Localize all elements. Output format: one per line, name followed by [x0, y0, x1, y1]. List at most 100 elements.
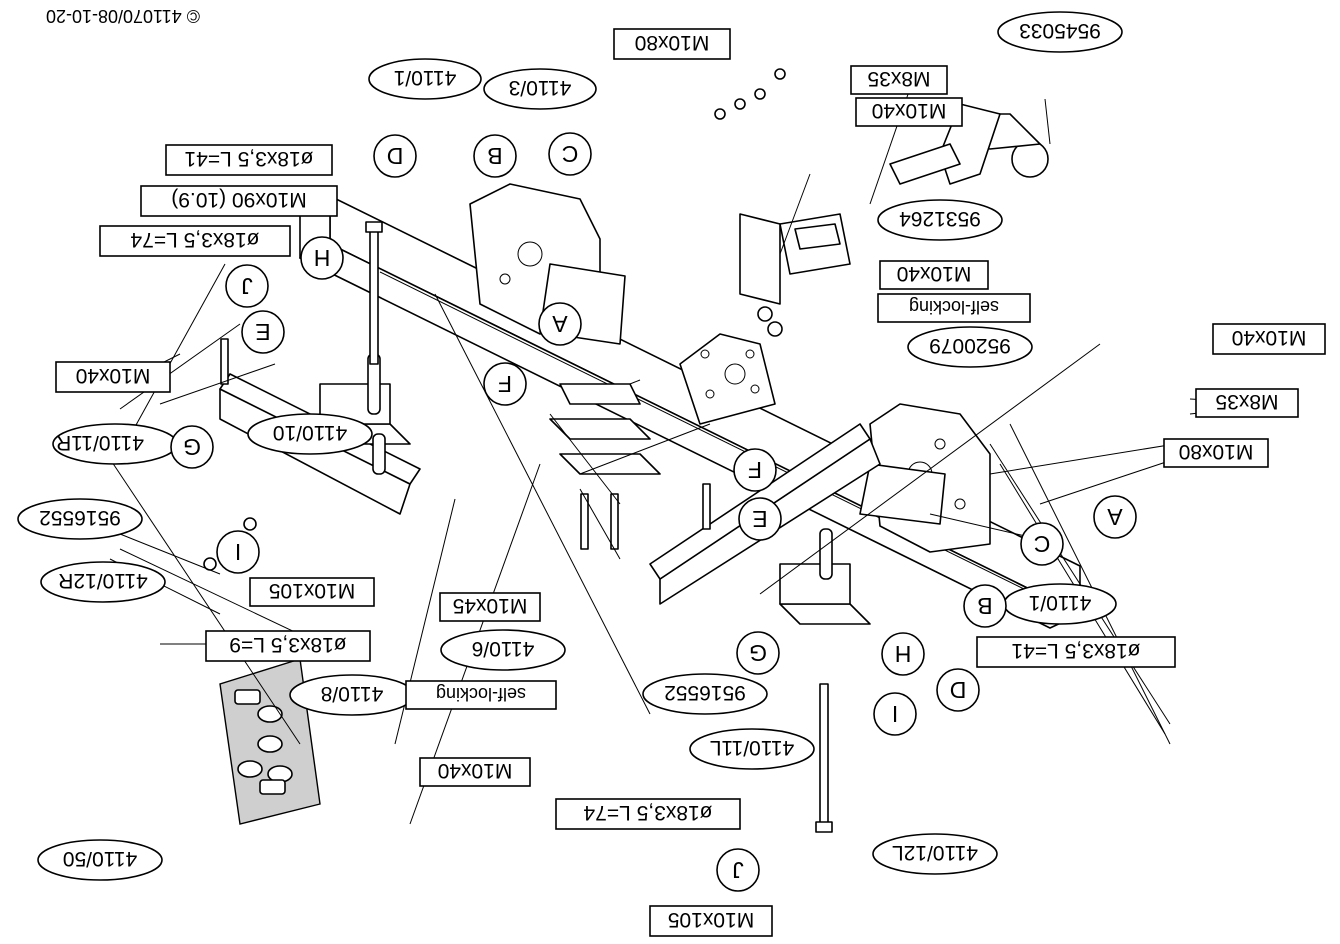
letter-I-1: I	[873, 692, 917, 736]
svg-text:H: H	[895, 641, 912, 667]
letter-J-1: J	[716, 848, 760, 892]
svg-text:G: G	[749, 640, 767, 666]
letter-H-2: H	[300, 236, 344, 280]
label-spacer41-a: ø18x3,5 L=41	[165, 144, 333, 176]
spec-labels: M10x80 M8x35 M10x40 ø18x3,5 L=41 M10x90 …	[55, 28, 1326, 937]
svg-text:M10x40: M10x40	[76, 364, 151, 387]
svg-text:B: B	[487, 143, 502, 169]
label-m8x35-b: M8x35	[1195, 388, 1299, 418]
svg-text:4110/11R: 4110/11R	[56, 431, 144, 454]
svg-text:E: E	[752, 506, 767, 532]
label-selflocking-b: self-locking	[405, 680, 557, 710]
svg-text:4110/50: 4110/50	[63, 847, 137, 870]
label-selflocking-a: self-locking	[877, 293, 1031, 323]
bubble-9516552-left: 9516552	[17, 498, 143, 540]
letter-A-2: A	[538, 302, 582, 346]
svg-text:ø18x3,5 L=41: ø18x3,5 L=41	[184, 147, 313, 170]
svg-text:M10x80: M10x80	[635, 31, 710, 54]
bubble-4110-50: 4110/50	[37, 839, 163, 881]
svg-text:M10x105: M10x105	[668, 908, 754, 931]
svg-text:9545033: 9545033	[1019, 19, 1101, 42]
letter-G-2: G	[170, 425, 214, 469]
label-m10x40-b: M10x40	[879, 260, 989, 290]
label-spacer9: ø18x3,5 L=9	[205, 630, 371, 662]
svg-text:4110/12R: 4110/12R	[58, 569, 148, 592]
letter-H-1: H	[881, 632, 925, 676]
svg-text:E: E	[255, 319, 270, 345]
letter-B-2: B	[473, 134, 517, 178]
svg-text:4110/8: 4110/8	[321, 682, 384, 705]
label-m10x105-b: M10x105	[649, 905, 773, 937]
bubble-4110-1-right: 4110/1	[1003, 583, 1117, 625]
bubble-9545033: 9545033	[997, 11, 1123, 53]
label-m10x80-a: M10x80	[613, 28, 731, 60]
bubble-4110-12R: 4110/12R	[40, 561, 166, 603]
svg-text:4110/10: 4110/10	[273, 421, 347, 444]
svg-text:M10x40: M10x40	[897, 262, 972, 285]
letter-F-2: F	[483, 362, 527, 406]
letter-I-2: I	[216, 530, 260, 574]
svg-text:4110/1: 4110/1	[1029, 591, 1092, 614]
label-m10x105-a: M10x105	[249, 577, 375, 607]
label-m10x80-b: M10x80	[1163, 438, 1269, 468]
bubble-4110-10: 4110/10	[247, 413, 373, 455]
socket-bracket	[739, 213, 851, 305]
label-m10x45: M10x45	[439, 592, 541, 622]
svg-text:ø18x3,5 L=41: ø18x3,5 L=41	[1011, 639, 1140, 662]
svg-text:D: D	[387, 143, 404, 169]
bubble-4110-12L: 4110/12L	[872, 833, 998, 875]
letter-C-2: C	[548, 132, 592, 176]
tow-plate	[679, 333, 776, 425]
copyright-text: © 411070/08-10-20	[46, 6, 200, 26]
letter-D-2: D	[373, 134, 417, 178]
svg-text:ø18x3,5 L=9: ø18x3,5 L=9	[229, 633, 346, 656]
letter-E-1: E	[738, 497, 782, 541]
svg-text:ø18x3,5 L=74: ø18x3,5 L=74	[130, 228, 259, 251]
svg-text:M10x45: M10x45	[453, 594, 528, 617]
svg-text:M10x90 (10.9): M10x90 (10.9)	[171, 188, 306, 211]
label-m10x90: M10x90 (10.9)	[140, 185, 338, 217]
bubble-4110-6: 4110/6	[440, 629, 566, 671]
svg-text:M10x80: M10x80	[1179, 440, 1254, 463]
letter-G-1: G	[736, 631, 780, 675]
tow-ball	[889, 103, 1049, 185]
label-spacer41-b: ø18x3,5 L=41	[976, 636, 1176, 668]
part-bubbles: 9545033 9531264 9520079 9516552 9516552 …	[17, 11, 1123, 881]
label-m10x40-e: M10x40	[419, 757, 531, 787]
label-spacer74-b: ø18x3,5 L=74	[555, 798, 741, 830]
svg-text:G: G	[183, 434, 201, 460]
svg-text:9520079: 9520079	[929, 334, 1011, 357]
label-spacer74-a: ø18x3,5 L=74	[99, 225, 291, 257]
bubble-4110-3: 4110/3	[483, 68, 597, 110]
svg-text:B: B	[977, 593, 992, 619]
bubble-4110-8: 4110/8	[289, 674, 415, 716]
svg-text:C: C	[562, 141, 579, 167]
bubble-9516552-right: 9516552	[642, 673, 768, 715]
svg-text:J: J	[241, 273, 253, 299]
svg-text:9516552: 9516552	[664, 681, 746, 704]
svg-text:9531264: 9531264	[899, 207, 981, 230]
letter-F-1: F	[733, 448, 777, 492]
svg-text:M10x40: M10x40	[872, 99, 947, 122]
letter-B-1: B	[963, 584, 1007, 628]
svg-text:A: A	[1107, 504, 1123, 530]
letter-A-1: A	[1093, 495, 1137, 539]
letter-callouts: A A B B C C D D E E F F G G H H I I J J	[170, 132, 1137, 892]
svg-text:4110/11L: 4110/11L	[710, 736, 794, 759]
svg-text:I: I	[235, 539, 241, 565]
svg-text:self-locking: self-locking	[909, 297, 999, 317]
svg-text:F: F	[498, 371, 512, 397]
svg-text:M10x105: M10x105	[269, 579, 355, 602]
svg-text:M8x35: M8x35	[1215, 390, 1278, 413]
svg-text:4110/1: 4110/1	[394, 66, 457, 89]
svg-text:F: F	[748, 457, 762, 483]
svg-text:I: I	[892, 701, 898, 727]
bubble-9520079: 9520079	[907, 326, 1033, 368]
svg-text:M8x35: M8x35	[867, 67, 930, 90]
svg-text:A: A	[552, 311, 568, 337]
side-plate-left	[859, 403, 991, 553]
svg-text:4110/6: 4110/6	[472, 637, 535, 660]
letter-J-2: J	[225, 264, 269, 308]
svg-text:J: J	[732, 857, 744, 883]
